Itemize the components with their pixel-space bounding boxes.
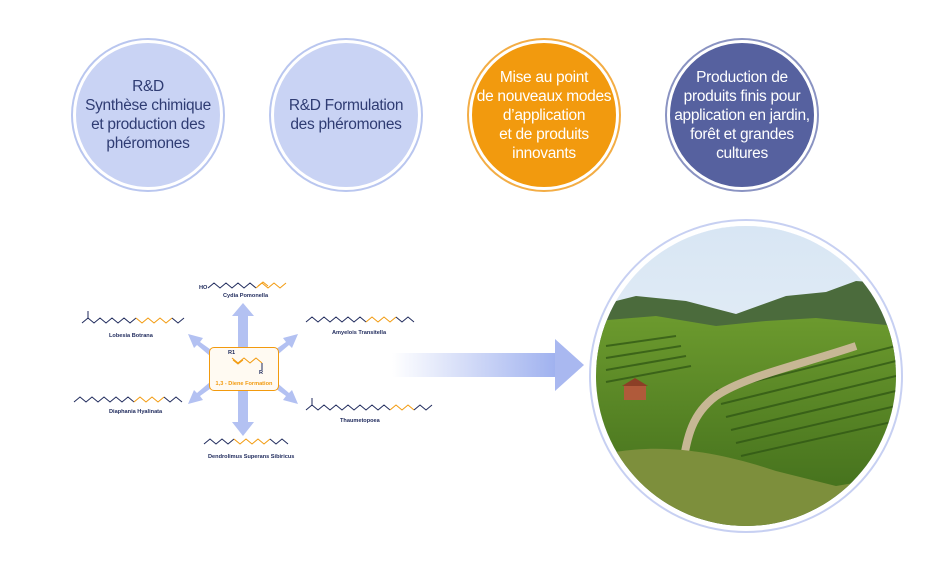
- circle-mise-au-point-text: Mise au point de nouveaux modes d’applic…: [476, 68, 612, 162]
- label-dendrolimus: Dendrolimus Superans Sibiricus: [208, 454, 295, 460]
- molecule-lower-left: [73, 396, 183, 403]
- molecule-lower-right: [305, 398, 433, 411]
- circle-mise-au-point: Mise au point de nouveaux modes d’applic…: [469, 40, 619, 190]
- diene-formation-box: R1 R 1,3 - Diene Formation: [209, 347, 279, 391]
- label-thaumetopoea: Thaumetopoea: [340, 418, 380, 424]
- circle-rd-synthese: R&D Synthèse chimique et production des …: [73, 40, 223, 190]
- arrow-up: [232, 303, 254, 348]
- arrow-upper-left: [188, 334, 214, 356]
- diene-structure: [231, 357, 263, 370]
- circle-rd-formulation: R&D Formulation des phéromones: [271, 40, 421, 190]
- circle-production: Production de produits finis pour applic…: [667, 40, 817, 190]
- arrow-lower-left: [188, 382, 214, 404]
- arrow-down: [232, 390, 254, 436]
- molecule-upper-right: [305, 316, 415, 323]
- molecule-upper-left: [81, 311, 185, 324]
- big-arrow: [392, 339, 584, 391]
- circle-rd-synthese-text: R&D Synthèse chimique et production des …: [85, 78, 211, 152]
- label-lobesia-botrana: Lobesia Botrana: [109, 333, 153, 339]
- vineyard-photo: [596, 226, 896, 526]
- label-amyelois-transitella: Amyelois Transitella: [332, 330, 387, 336]
- circle-production-text: Production de produits finis pour applic…: [674, 68, 810, 162]
- center-r-label: R: [259, 370, 264, 376]
- molecule-bottom: [203, 438, 289, 445]
- atom-ho-label: HO: [199, 285, 208, 291]
- molecule-top: [207, 281, 287, 289]
- center-label: 1,3 - Diene Formation: [215, 381, 273, 387]
- center-r1-label: R1: [228, 350, 236, 356]
- circle-rd-formulation-text: R&D Formulation des phéromones: [288, 97, 404, 133]
- label-diaphania-hyalinata: Diaphania Hyalinata: [109, 409, 163, 415]
- label-cydia-pomonella: Cydia Pomonella: [223, 293, 269, 299]
